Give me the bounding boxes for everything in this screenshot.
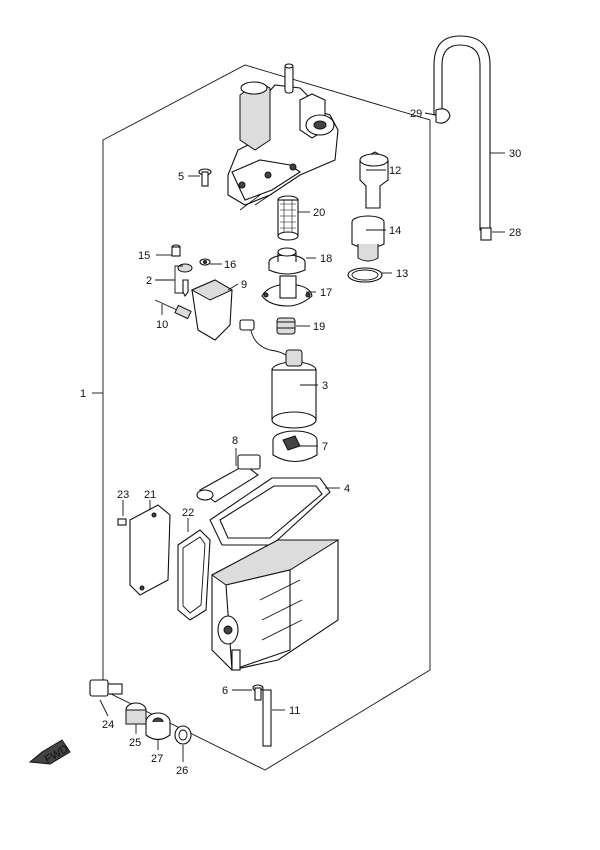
regulator-housing-part — [351, 215, 385, 262]
callout-15: 15 — [138, 250, 150, 262]
callout-11: 11 — [289, 705, 300, 717]
washer-part — [199, 258, 211, 266]
callout-18: 18 — [320, 253, 332, 265]
forward-label: FWD — [43, 743, 71, 766]
callout-5: 5 — [178, 171, 184, 183]
callout-29: 29 — [410, 108, 422, 120]
callout-21: 21 — [144, 489, 156, 501]
callout-27: 27 — [151, 753, 163, 765]
fuel-pump-part — [239, 319, 317, 429]
washer-ring-part — [174, 725, 192, 745]
wire-plug-part — [154, 299, 192, 320]
pump-plate-part — [261, 275, 313, 307]
callout-17: 17 — [320, 287, 332, 299]
callout-30: 30 — [509, 148, 521, 160]
filter-seat-part — [268, 247, 306, 275]
sensor-part — [177, 263, 193, 298]
level-gauge-part — [196, 454, 261, 503]
callout-28: 28 — [509, 227, 521, 239]
callout-10: 10 — [156, 319, 168, 331]
callout-26: 26 — [176, 765, 188, 777]
callout-16: 16 — [224, 259, 236, 271]
fuel-filter-part — [277, 195, 299, 241]
forward-arrow-icon: FWD — [28, 739, 71, 766]
callout-6: 6 — [222, 685, 228, 697]
callout-13: 13 — [396, 268, 408, 280]
drain-pipe-part — [262, 689, 272, 747]
callout-23: 23 — [117, 489, 129, 501]
callout-1: 1 — [80, 388, 86, 400]
callout-22: 22 — [182, 507, 194, 519]
grommet-part — [276, 317, 296, 335]
small-bolt-part — [117, 518, 127, 526]
hose-clip-part — [435, 108, 451, 124]
bolt-fitting-part — [89, 679, 123, 697]
collar-part — [125, 702, 147, 725]
leader-lines — [92, 112, 505, 762]
hose-end-part — [480, 227, 492, 241]
pump-cover-part — [227, 63, 339, 211]
bolt-part — [171, 244, 181, 257]
callout-25: 25 — [129, 737, 141, 749]
callout-19: 19 — [313, 321, 325, 333]
pressure-regulator-part — [359, 151, 389, 209]
callout-4: 4 — [344, 483, 350, 495]
callout-labels: 1 2 3 4 5 6 7 8 9 10 11 12 13 14 15 16 1… — [80, 108, 521, 777]
fuel-hose-part — [433, 35, 491, 231]
housing-gasket-part — [209, 477, 331, 546]
impeller-part — [272, 430, 318, 463]
drain-screw-part — [252, 684, 264, 701]
side-cover-part — [129, 504, 171, 596]
callout-7: 7 — [322, 441, 328, 453]
callout-20: 20 — [313, 207, 325, 219]
callout-24: 24 — [102, 719, 114, 731]
screw-part — [198, 168, 212, 187]
callout-2: 2 — [146, 275, 152, 287]
callout-14: 14 — [389, 225, 401, 237]
callout-3: 3 — [322, 380, 328, 392]
callout-9: 9 — [241, 279, 247, 291]
callout-8: 8 — [232, 435, 238, 447]
pump-housing-part — [211, 539, 340, 671]
callout-12: 12 — [389, 165, 401, 177]
bush-part — [145, 712, 171, 741]
bracket-part — [190, 279, 234, 341]
side-gasket-part — [177, 529, 211, 621]
